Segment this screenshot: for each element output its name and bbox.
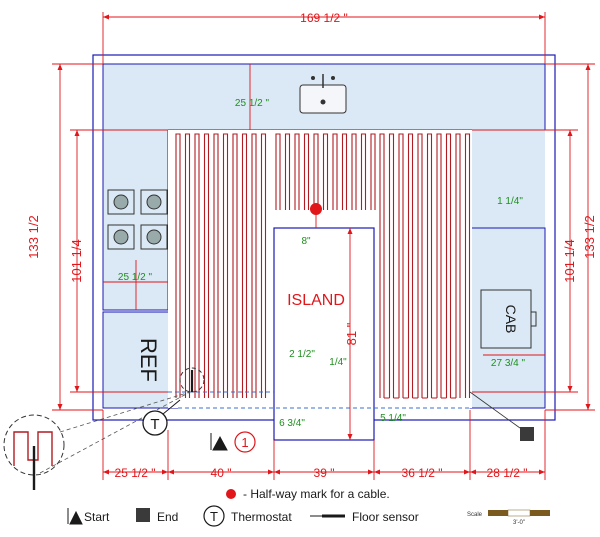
legend-thermostat-text: Thermostat xyxy=(231,510,292,524)
island xyxy=(273,227,375,441)
island-left-gap-label: 2 1/2" xyxy=(289,349,315,360)
right-gap-label: 1 1/4" xyxy=(497,196,523,207)
bottom-right-gap-label: 5 1/4" xyxy=(380,413,406,424)
legend-start-icon xyxy=(67,508,83,525)
legend-halfway-text: - Half-way mark for a cable. xyxy=(243,487,390,501)
left-counter xyxy=(102,129,169,311)
cab-depth-label: 27 3/4 " xyxy=(491,358,526,369)
legend-floor-sensor-text: Floor sensor xyxy=(352,510,419,524)
island-right-gap-label: 1/4" xyxy=(329,357,347,368)
ref-label: REF xyxy=(136,338,161,382)
island-label: ISLAND xyxy=(287,292,345,309)
right-counter xyxy=(472,130,545,228)
dim-top-total: 169 1/2 " xyxy=(300,11,348,25)
stove-depth-label: 25 1/2 " xyxy=(118,272,153,283)
dim-right-inner: 101 1/4 xyxy=(562,239,577,282)
legend-end-icon xyxy=(136,508,150,522)
cab-label: CAB xyxy=(503,305,519,334)
dim-right-outer: 133 1/2 xyxy=(582,215,597,258)
sink-icon xyxy=(299,74,347,114)
halfway-offset-label: 8" xyxy=(301,236,311,247)
cab-box xyxy=(480,289,532,349)
svg-text:Scale: Scale xyxy=(467,512,483,518)
legend-end-text: End xyxy=(157,510,178,524)
top-counter xyxy=(102,63,546,131)
bottom-left-gap-label: 6 3/4" xyxy=(279,418,305,429)
dim-bottom-1: 25 1/2 " xyxy=(115,466,156,480)
thermostat-symbol: T xyxy=(150,416,159,433)
legend-thermostat-icon xyxy=(203,505,225,527)
stove-icon xyxy=(107,189,168,250)
dim-island-height: 81 " xyxy=(344,322,359,345)
legend-thermostat-symbol: T xyxy=(210,509,218,524)
dim-bottom-3: 39 " xyxy=(314,466,335,480)
thermostat-icon: T xyxy=(142,399,181,436)
floor-sensor-detail xyxy=(3,367,205,490)
scale-bar: Scale 3'-0" xyxy=(467,509,550,526)
dim-bottom-5: 28 1/2 " xyxy=(487,466,528,480)
start-marker: 1 xyxy=(210,431,256,453)
heating-cable xyxy=(175,133,471,399)
dim-bottom-2: 40 " xyxy=(211,466,232,480)
half-way-mark xyxy=(310,203,322,215)
dim-bottom-4: 36 1/2 " xyxy=(402,466,443,480)
sink-depth-label: 25 1/2 " xyxy=(235,98,270,109)
legend-halfway-dot xyxy=(226,489,236,499)
legend-start-text: Start xyxy=(84,510,110,524)
svg-text:3'-0": 3'-0" xyxy=(513,520,525,526)
end-marker xyxy=(520,427,534,441)
dim-left-outer: 133 1/2 xyxy=(26,215,41,258)
start-number: 1 xyxy=(241,435,248,450)
dim-left-inner: 101 1/4 xyxy=(69,239,84,282)
